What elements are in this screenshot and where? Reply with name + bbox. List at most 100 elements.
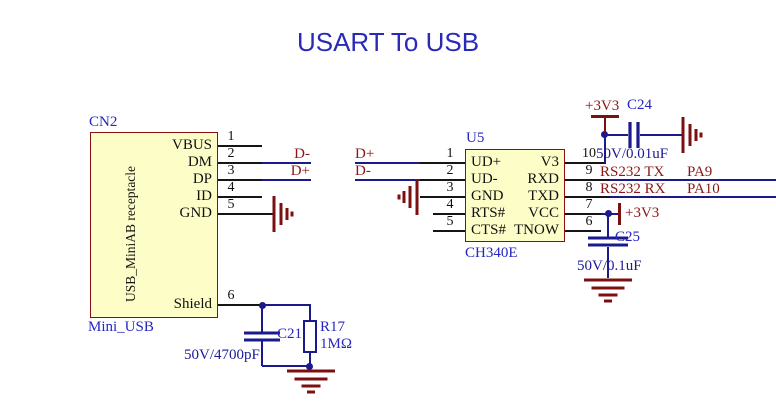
pin-stub (420, 179, 465, 181)
c21-designator: C21 (277, 326, 303, 342)
wire (262, 304, 311, 306)
u5-pin-number-2: 2 (446, 163, 454, 178)
pin-stub (565, 196, 610, 198)
wire (607, 214, 609, 237)
cn2-pin-name-vbus: VBUS (171, 137, 212, 153)
cn2-pin-name-dp: DP (192, 171, 212, 187)
r17-value: 1MΩ (320, 336, 352, 352)
pin-stub (565, 162, 606, 164)
u5-body[interactable] (465, 149, 565, 242)
cn2-pin-number-6: 6 (227, 288, 235, 303)
wire (604, 134, 628, 136)
cn2-pin-name-id: ID (196, 188, 212, 204)
u5-pin-name-gnd: GND (471, 188, 504, 204)
pin-stub (218, 179, 262, 181)
cn2-body[interactable] (90, 132, 218, 318)
net-label-pa10: PA10 (687, 181, 720, 197)
net-label-rs232-rx: RS232 RX (600, 181, 666, 197)
cn2-pin-name-gnd: GND (179, 205, 213, 221)
wire (309, 304, 311, 321)
ground-symbol[interactable] (397, 178, 419, 216)
pin-stub (218, 213, 273, 215)
wire (640, 134, 682, 136)
pin-stub (218, 162, 262, 164)
u5-pin-name-udm: UD- (471, 171, 498, 187)
schematic-title: USART To USB (296, 27, 480, 57)
u5-pin-name-rts: RTS# (471, 205, 506, 221)
wire (262, 179, 311, 181)
pin-stub (218, 304, 262, 306)
wire (610, 196, 776, 198)
u5-pin-name-vcc: VCC (528, 205, 559, 221)
pin-stub (565, 230, 601, 232)
u5-pin-number-9: 9 (585, 163, 593, 178)
c25-value: 50V/0.1uF (577, 258, 642, 274)
u5-pin-number-3: 3 (446, 180, 454, 195)
power-3v3-symbol[interactable] (591, 115, 619, 118)
u5-pin-number-10: 10 (582, 146, 596, 161)
u5-designator: U5 (466, 130, 485, 146)
power-label-3v3: +3V3 (585, 98, 620, 114)
c24-designator: C24 (627, 97, 653, 113)
u5-pin-number-5: 5 (446, 214, 454, 229)
cn2-pin-name-dm: DM (187, 154, 212, 170)
power-label-3v3: +3V3 (625, 205, 660, 221)
net-label-dminus: D- (294, 146, 310, 162)
u5-pin-name-udp: UD+ (471, 154, 502, 170)
net-label-rs232-tx: RS232 TX (600, 164, 665, 180)
ground-symbol[interactable] (272, 195, 294, 233)
capacitor-c24-symbol[interactable] (628, 122, 640, 148)
net-label-dminus: D- (355, 163, 371, 179)
net-label-dplus: D+ (290, 163, 310, 179)
ground-symbol[interactable] (681, 116, 703, 154)
power-3v3-symbol[interactable] (618, 203, 621, 225)
u5-pin-name-cts: CTS# (471, 222, 507, 238)
pin-stub (433, 213, 465, 215)
cn2-pin-number-4: 4 (227, 180, 235, 195)
c21-value: 50V/4700pF (184, 347, 260, 363)
pin-stub (218, 196, 262, 198)
c24-value: 50V/0.01uF (596, 146, 669, 162)
pin-stub (420, 162, 465, 164)
net-label-dplus: D+ (355, 146, 375, 162)
wire (610, 179, 776, 181)
junction-dot (605, 210, 612, 217)
cn2-pin-number-2: 2 (227, 146, 235, 161)
u5-pin-number-8: 8 (585, 180, 593, 195)
u5-pin-name-rxd: RXD (527, 171, 559, 187)
ground-symbol[interactable] (287, 369, 335, 397)
wire (355, 162, 420, 164)
u5-pin-name-txd: TXD (528, 188, 559, 204)
c25-designator: C25 (615, 229, 641, 245)
pin-stub (420, 196, 465, 198)
cn2-pin-number-5: 5 (227, 197, 235, 212)
pin-stub (565, 179, 610, 181)
wire (261, 305, 263, 332)
u5-part-number: CH340E (465, 245, 518, 261)
cn2-pin-number-1: 1 (227, 129, 235, 144)
u5-pin-number-1: 1 (446, 146, 454, 161)
r17-designator: R17 (320, 319, 346, 335)
wire (309, 352, 311, 368)
capacitor-c21-symbol[interactable] (244, 331, 280, 342)
wire (607, 247, 609, 278)
power-3v3-stem (604, 118, 606, 133)
u5-pin-number-6: 6 (585, 214, 593, 229)
wire (262, 162, 311, 164)
cn2-designator: CN2 (89, 114, 118, 130)
capacitor-c25-symbol[interactable] (588, 236, 628, 247)
u5-pin-name-tnow: TNOW (514, 222, 559, 238)
u5-pin-number-7: 7 (585, 197, 593, 212)
u5-pin-number-4: 4 (446, 197, 454, 212)
wire (355, 179, 420, 181)
pin-stub (433, 230, 465, 232)
wire (262, 365, 310, 367)
resistor-r17-body[interactable] (303, 320, 317, 353)
cn2-pin-number-3: 3 (227, 163, 235, 178)
net-label-pa9: PA9 (687, 164, 713, 180)
cn2-label: Mini_USB (88, 319, 154, 335)
u5-pin-name-v3: V3 (540, 154, 559, 170)
wire (261, 341, 263, 366)
ground-symbol[interactable] (584, 278, 632, 306)
